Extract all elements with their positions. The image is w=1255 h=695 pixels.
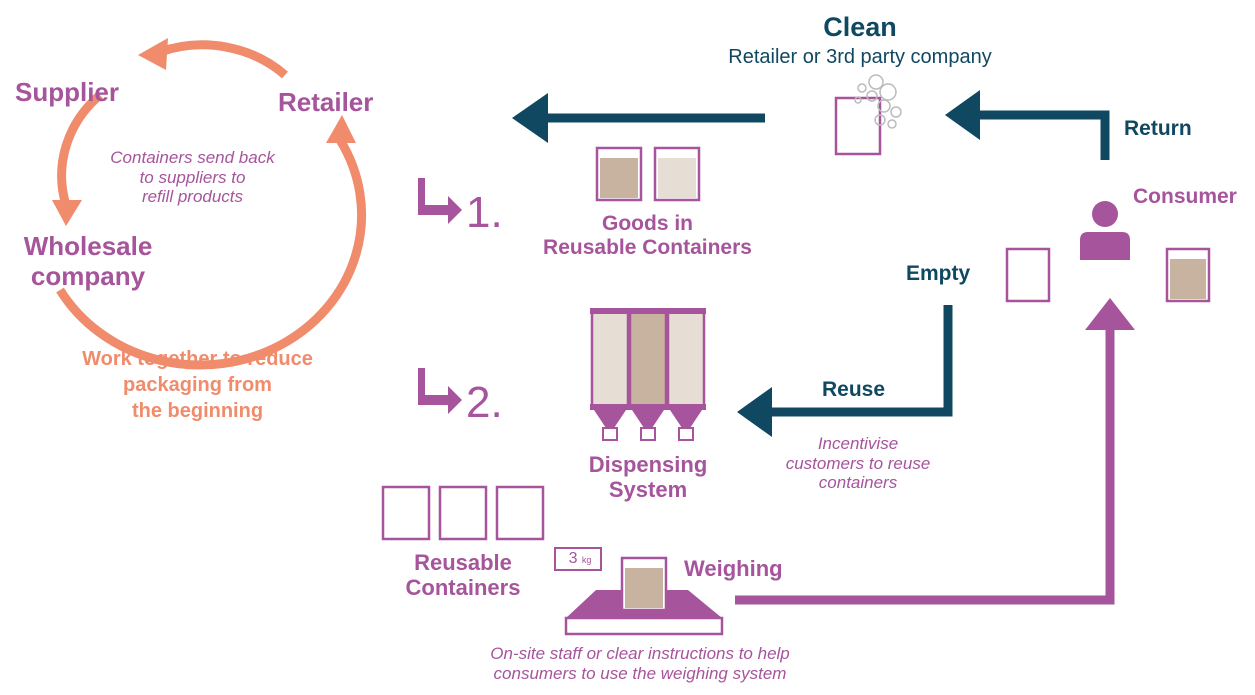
step2-line1: Dispensing xyxy=(588,452,708,477)
step1-line1: Goods in xyxy=(602,212,693,235)
cycle-note: Containers send back to suppliers to ref… xyxy=(80,148,305,207)
weighing-note-line2: consumers to use the weighing system xyxy=(493,663,787,683)
reuse-note-line2: customers to reuse xyxy=(785,453,931,473)
clean-title: Clean xyxy=(823,12,897,42)
step1-label: Goods in Reusable Containers xyxy=(520,212,775,260)
step1-line2: Reusable Containers xyxy=(543,236,752,260)
empty-container-icon xyxy=(1005,247,1051,303)
tagline-line3: the beginning xyxy=(131,400,264,422)
return-arrow-icon xyxy=(945,90,1110,160)
goods-containers-icon xyxy=(595,146,701,202)
clean-subtitle: Retailer or 3rd party company xyxy=(728,46,992,68)
cycle-arrowheads xyxy=(52,38,356,226)
person-icon xyxy=(1080,201,1130,260)
reuse-note-line1: Incentivise xyxy=(817,434,899,453)
reusable-line2: Containers xyxy=(405,575,521,601)
weighing-title: Weighing xyxy=(684,556,783,581)
scale-unit: kg xyxy=(581,555,592,565)
scale-value: 3 xyxy=(568,550,578,567)
to-retailer-arrow-icon xyxy=(512,93,765,143)
retailer-label: Retailer xyxy=(278,87,374,117)
supplier-label: Supplier xyxy=(15,77,120,107)
weighing-to-consumer-arrow-icon xyxy=(735,298,1135,605)
clean-container-icon xyxy=(834,96,882,156)
reusable-line1: Reusable xyxy=(414,550,512,575)
tagline-line2: packaging from xyxy=(123,374,272,396)
consumer-label: Consumer xyxy=(1133,185,1237,208)
tagline-line1: Work together to reduce xyxy=(82,348,313,370)
weighing-note: On-site staff or clear instructions to h… xyxy=(420,644,860,683)
reuse-arrow-icon xyxy=(737,305,953,437)
reusable-label: Reusable Containers xyxy=(388,550,538,601)
turn-down-arrow-icon xyxy=(418,178,462,414)
dispenser-icon xyxy=(590,308,706,441)
step2-number: 2. xyxy=(466,378,503,427)
full-container-icon xyxy=(1165,247,1211,303)
reusable-containers-icon xyxy=(381,485,545,541)
step1-number: 1. xyxy=(466,188,503,237)
empty-label: Empty xyxy=(906,262,971,285)
wholesale-line2: company xyxy=(30,260,146,291)
step2-line2: System xyxy=(608,477,688,503)
reuse-note: Incentivise customers to reuse container… xyxy=(758,434,958,493)
scale-readout: 3 kg xyxy=(560,550,600,568)
bubbles-icon xyxy=(854,74,902,129)
reuse-note-line3: containers xyxy=(818,473,898,493)
step2-label: Dispensing System xyxy=(578,452,718,503)
return-label: Return xyxy=(1124,117,1192,140)
wholesale-label: Wholesale company xyxy=(8,231,168,292)
cycle-note-line2: to suppliers to xyxy=(139,167,246,187)
cycle-arrows-icon xyxy=(56,40,367,370)
scale-icon xyxy=(554,547,724,636)
cycle-tagline: Work together to reduce packaging from t… xyxy=(45,346,350,424)
cycle-note-line3: refill products xyxy=(141,187,244,207)
reuse-title: Reuse xyxy=(822,378,886,401)
weighing-note-line1: On-site staff or clear instructions to h… xyxy=(490,644,790,663)
wholesale-line1: Wholesale xyxy=(23,231,153,261)
cycle-note-line1: Containers send back xyxy=(110,148,275,167)
